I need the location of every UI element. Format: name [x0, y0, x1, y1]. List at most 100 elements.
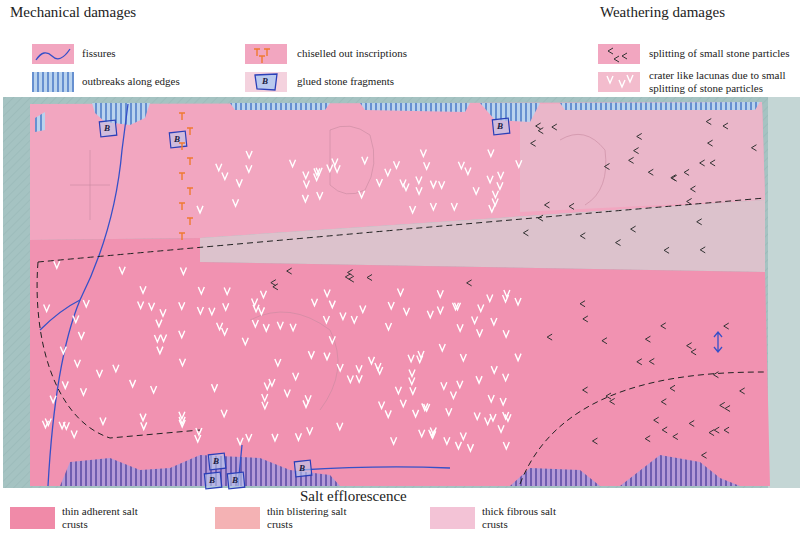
splitting-mark: [606, 393, 611, 399]
splitting-mark: [700, 160, 705, 166]
legend-text: outbreaks along edges: [82, 75, 232, 88]
crater-mark: [419, 430, 425, 437]
splitting-mark: [700, 247, 705, 253]
fragment-mark: B: [213, 457, 219, 466]
crater-mark: [385, 410, 391, 417]
crater-mark: [246, 151, 252, 158]
splitting-mark: [725, 406, 730, 412]
crater-mark: [252, 298, 258, 305]
splitting-mark: [592, 438, 597, 444]
splitting-mark: [673, 434, 678, 440]
stone-edge: [768, 97, 800, 488]
chiselled-mark: [179, 203, 185, 210]
crater-mark: [427, 311, 433, 318]
splitting-mark: [538, 128, 543, 134]
glued-fragment: [204, 472, 221, 489]
splitting-mark: [723, 123, 728, 129]
crater-mark: [329, 301, 335, 308]
crater-mark: [323, 316, 329, 323]
crater-mark: [307, 427, 313, 434]
crater-mark: [78, 332, 84, 339]
legend-text: thick fibrous salt crusts: [482, 505, 562, 530]
crater-mark: [258, 307, 264, 314]
crater-mark: [262, 402, 268, 409]
glued-fragment: [99, 120, 116, 137]
splitting-mark: [672, 175, 677, 181]
crater-mark: [441, 382, 447, 389]
crater-mark: [262, 394, 268, 401]
crater-mark: [474, 412, 480, 419]
crater-mark: [80, 388, 86, 395]
crater-mark: [179, 302, 185, 309]
crater-mark: [284, 389, 290, 396]
crater-mark: [263, 324, 269, 331]
crater-mark: [253, 305, 259, 312]
splitting-mark: [687, 198, 692, 204]
crater-mark: [485, 418, 491, 425]
splitting-mark: [583, 387, 588, 393]
crater-mark: [503, 442, 509, 449]
crater-mark: [138, 301, 144, 308]
crater-mark: [376, 179, 382, 186]
crater-mark: [379, 401, 385, 408]
splitting-mark: [724, 323, 729, 329]
splitting-mark: [604, 164, 609, 170]
legend-text: thin blistering salt crusts: [267, 505, 347, 530]
legend-swatch: [598, 44, 640, 64]
splitting-mark: [637, 133, 642, 139]
crater-mark: [119, 267, 125, 274]
crater-mark: [403, 308, 409, 315]
crater-mark: [314, 174, 320, 181]
chiselled-mark: [187, 188, 193, 195]
crater-mark: [488, 395, 494, 402]
crater-mark: [490, 414, 496, 421]
crater-mark: [424, 162, 430, 169]
legend-swatch: [32, 72, 74, 92]
crater-mark: [209, 308, 215, 315]
crater-mark: [324, 289, 330, 296]
splitting-mark: [687, 343, 692, 349]
crater-mark: [488, 150, 494, 157]
splitting-mark: [662, 427, 667, 433]
chiselled-mark: [187, 218, 193, 225]
chiselled-mark: [187, 158, 193, 165]
crater-mark: [179, 412, 185, 419]
crater-mark: [395, 387, 401, 394]
crater-mark: [303, 171, 309, 178]
crater-mark: [179, 420, 185, 427]
splitting-mark: [602, 338, 607, 344]
crater-mark: [50, 396, 56, 403]
crater-mark: [416, 176, 422, 183]
zone-boundary: [37, 198, 765, 484]
crater-mark: [430, 203, 436, 210]
crater-mark: [420, 150, 426, 157]
crater-mark: [156, 320, 162, 327]
crater-mark: [302, 195, 308, 202]
crater-mark: [439, 344, 445, 351]
fragment-mark: B: [232, 476, 238, 485]
legend-swatch: [32, 44, 74, 64]
splitting-mark: [690, 186, 695, 192]
crater-mark: [430, 431, 436, 438]
stone-ground: [3, 97, 800, 488]
crater-mark: [151, 386, 157, 393]
splitting-mark: [671, 175, 676, 181]
crater-mark: [157, 347, 163, 354]
crater-mark: [303, 181, 309, 188]
crater-mark: [478, 305, 484, 312]
crater-mark: [487, 176, 493, 183]
crater-mark: [308, 351, 314, 358]
crater-mark: [303, 400, 309, 407]
edge-outbreaks: [60, 455, 740, 486]
crater-mark: [455, 442, 461, 449]
crater-mark: [54, 261, 60, 268]
fragment-mark: B: [174, 135, 180, 144]
fragment-mark: B: [299, 464, 305, 473]
damage-symbols: [42, 113, 756, 489]
crater-mark: [391, 437, 397, 444]
splitting-mark: [714, 427, 719, 433]
crater-mark: [457, 324, 463, 331]
crater-mark: [71, 431, 77, 438]
crater-mark: [337, 364, 343, 371]
crater-mark: [368, 357, 374, 364]
